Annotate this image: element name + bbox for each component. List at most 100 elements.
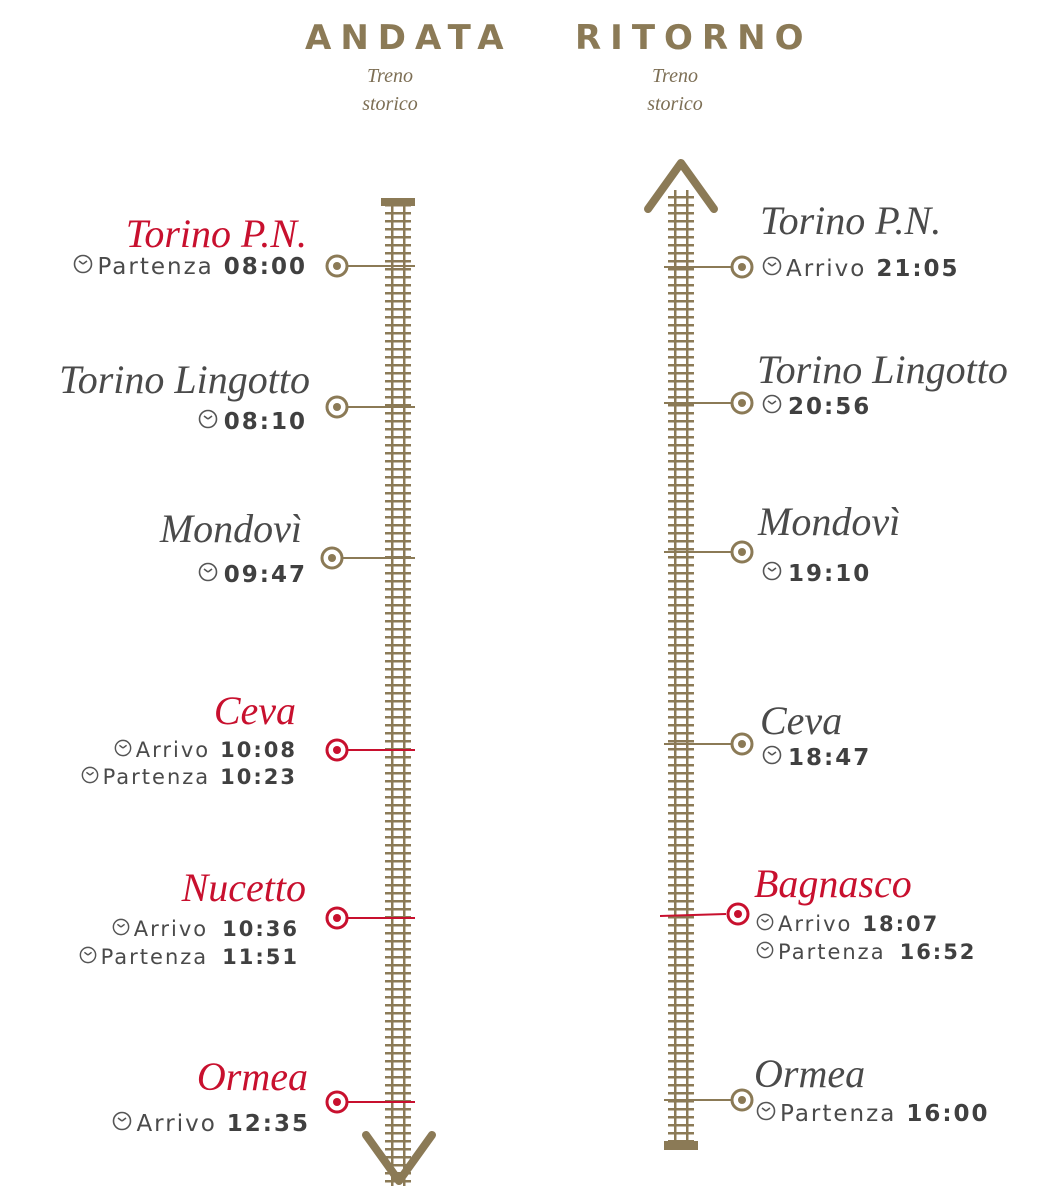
track-sleeper: [668, 1068, 694, 1071]
track-sleeper: [385, 804, 411, 807]
track-sleeper: [668, 932, 694, 935]
time-label: Partenza: [100, 945, 209, 969]
track-sleeper: [668, 636, 694, 639]
track-sleeper: [668, 404, 694, 407]
track-sleeper: [668, 820, 694, 823]
track-sleeper: [385, 716, 411, 719]
track-sleeper: [668, 372, 694, 375]
track-sleeper: [668, 996, 694, 999]
track-sleeper: [385, 564, 411, 567]
track-sleeper: [385, 500, 411, 503]
track-sleeper: [385, 844, 411, 847]
track-rail: [686, 190, 689, 1150]
track-sleeper: [385, 620, 411, 623]
track-sleeper: [668, 380, 694, 383]
track-sleeper: [668, 244, 694, 247]
station-marker-icon: [325, 395, 415, 419]
clock-icon: [198, 560, 218, 590]
track-sleeper: [385, 892, 411, 895]
track-sleeper: [668, 300, 694, 303]
track-sleeper: [385, 580, 411, 583]
track-sleeper: [668, 796, 694, 799]
track-sleeper: [668, 668, 694, 671]
track-sleeper: [385, 628, 411, 631]
track-sleeper: [385, 220, 411, 223]
time-label: Arrivo: [786, 256, 867, 282]
track-sleeper: [668, 676, 694, 679]
track-sleeper: [668, 756, 694, 759]
track-sleeper: [385, 380, 411, 383]
ritorno-subtitle: Treno storico: [610, 62, 740, 118]
time-line: Partenza 10:23: [81, 763, 297, 791]
track-sleeper: [385, 540, 411, 543]
track-sleeper: [385, 412, 411, 415]
time-value: 16:52: [899, 940, 977, 964]
track-sleeper: [385, 876, 411, 879]
track-sleeper: [385, 1076, 411, 1079]
track-sleeper: [668, 220, 694, 223]
track-rail: [674, 190, 677, 1150]
andata-subtitle-line2: storico: [362, 93, 418, 115]
station-name: Torino Lingotto: [59, 357, 310, 402]
track-sleeper: [385, 388, 411, 391]
track-sleeper: [668, 396, 694, 399]
track-sleeper: [668, 1028, 694, 1031]
track-sleeper: [385, 908, 411, 911]
station-marker-icon: [664, 540, 754, 564]
track-sleeper: [668, 804, 694, 807]
time-value: 10:08: [220, 738, 297, 762]
andata-down-arrow-icon: [362, 1131, 436, 1185]
track-sleeper: [668, 540, 694, 543]
track-sleeper: [668, 428, 694, 431]
andata-title: ANDATA: [305, 18, 513, 58]
track-sleeper: [385, 348, 411, 351]
track-sleeper: [385, 468, 411, 471]
track-sleeper: [385, 1116, 411, 1119]
time-line: Arrivo 10:08: [114, 736, 297, 764]
station-name: Mondovì: [159, 506, 302, 551]
track-sleeper: [668, 492, 694, 495]
track-sleeper: [668, 1116, 694, 1119]
track-sleeper: [668, 588, 694, 591]
station-name: Torino Lingotto: [757, 347, 1008, 392]
track-sleeper: [385, 764, 411, 767]
track-sleeper: [385, 460, 411, 463]
track-sleeper: [385, 476, 411, 479]
clock-icon: [756, 1099, 776, 1129]
track-sleeper: [385, 588, 411, 591]
track-sleeper: [385, 972, 411, 975]
track-sleeper: [385, 684, 411, 687]
track-sleeper: [385, 524, 411, 527]
track-sleeper: [385, 268, 411, 271]
track-sleeper: [385, 956, 411, 959]
track-sleeper: [385, 1036, 411, 1039]
track-sleeper: [385, 1020, 411, 1023]
ritorno-title: RITORNO: [575, 18, 813, 58]
track-sleeper: [668, 1036, 694, 1039]
time-label: Partenza: [97, 254, 214, 280]
track-sleeper: [668, 1052, 694, 1055]
track-sleeper: [668, 828, 694, 831]
track-sleeper: [668, 700, 694, 703]
track-sleeper: [385, 1132, 411, 1135]
track-sleeper: [668, 276, 694, 279]
station-marker-icon: [325, 254, 415, 278]
track-sleeper: [668, 1060, 694, 1063]
time-line: 19:10: [762, 559, 871, 589]
track-sleeper: [385, 924, 411, 927]
track-sleeper: [385, 1124, 411, 1127]
clock-icon: [73, 252, 93, 282]
station-name: Mondovì: [758, 499, 901, 544]
track-sleeper: [385, 492, 411, 495]
track-sleeper: [385, 724, 411, 727]
station-marker-icon: [325, 738, 415, 762]
track-sleeper: [385, 1028, 411, 1031]
track-sleeper: [385, 932, 411, 935]
track-sleeper: [668, 204, 694, 207]
track-sleeper: [668, 340, 694, 343]
track-sleeper: [668, 628, 694, 631]
track-sleeper: [668, 956, 694, 959]
track-sleeper: [385, 772, 411, 775]
track-sleeper: [385, 652, 411, 655]
track-end-cap: [664, 1141, 698, 1150]
